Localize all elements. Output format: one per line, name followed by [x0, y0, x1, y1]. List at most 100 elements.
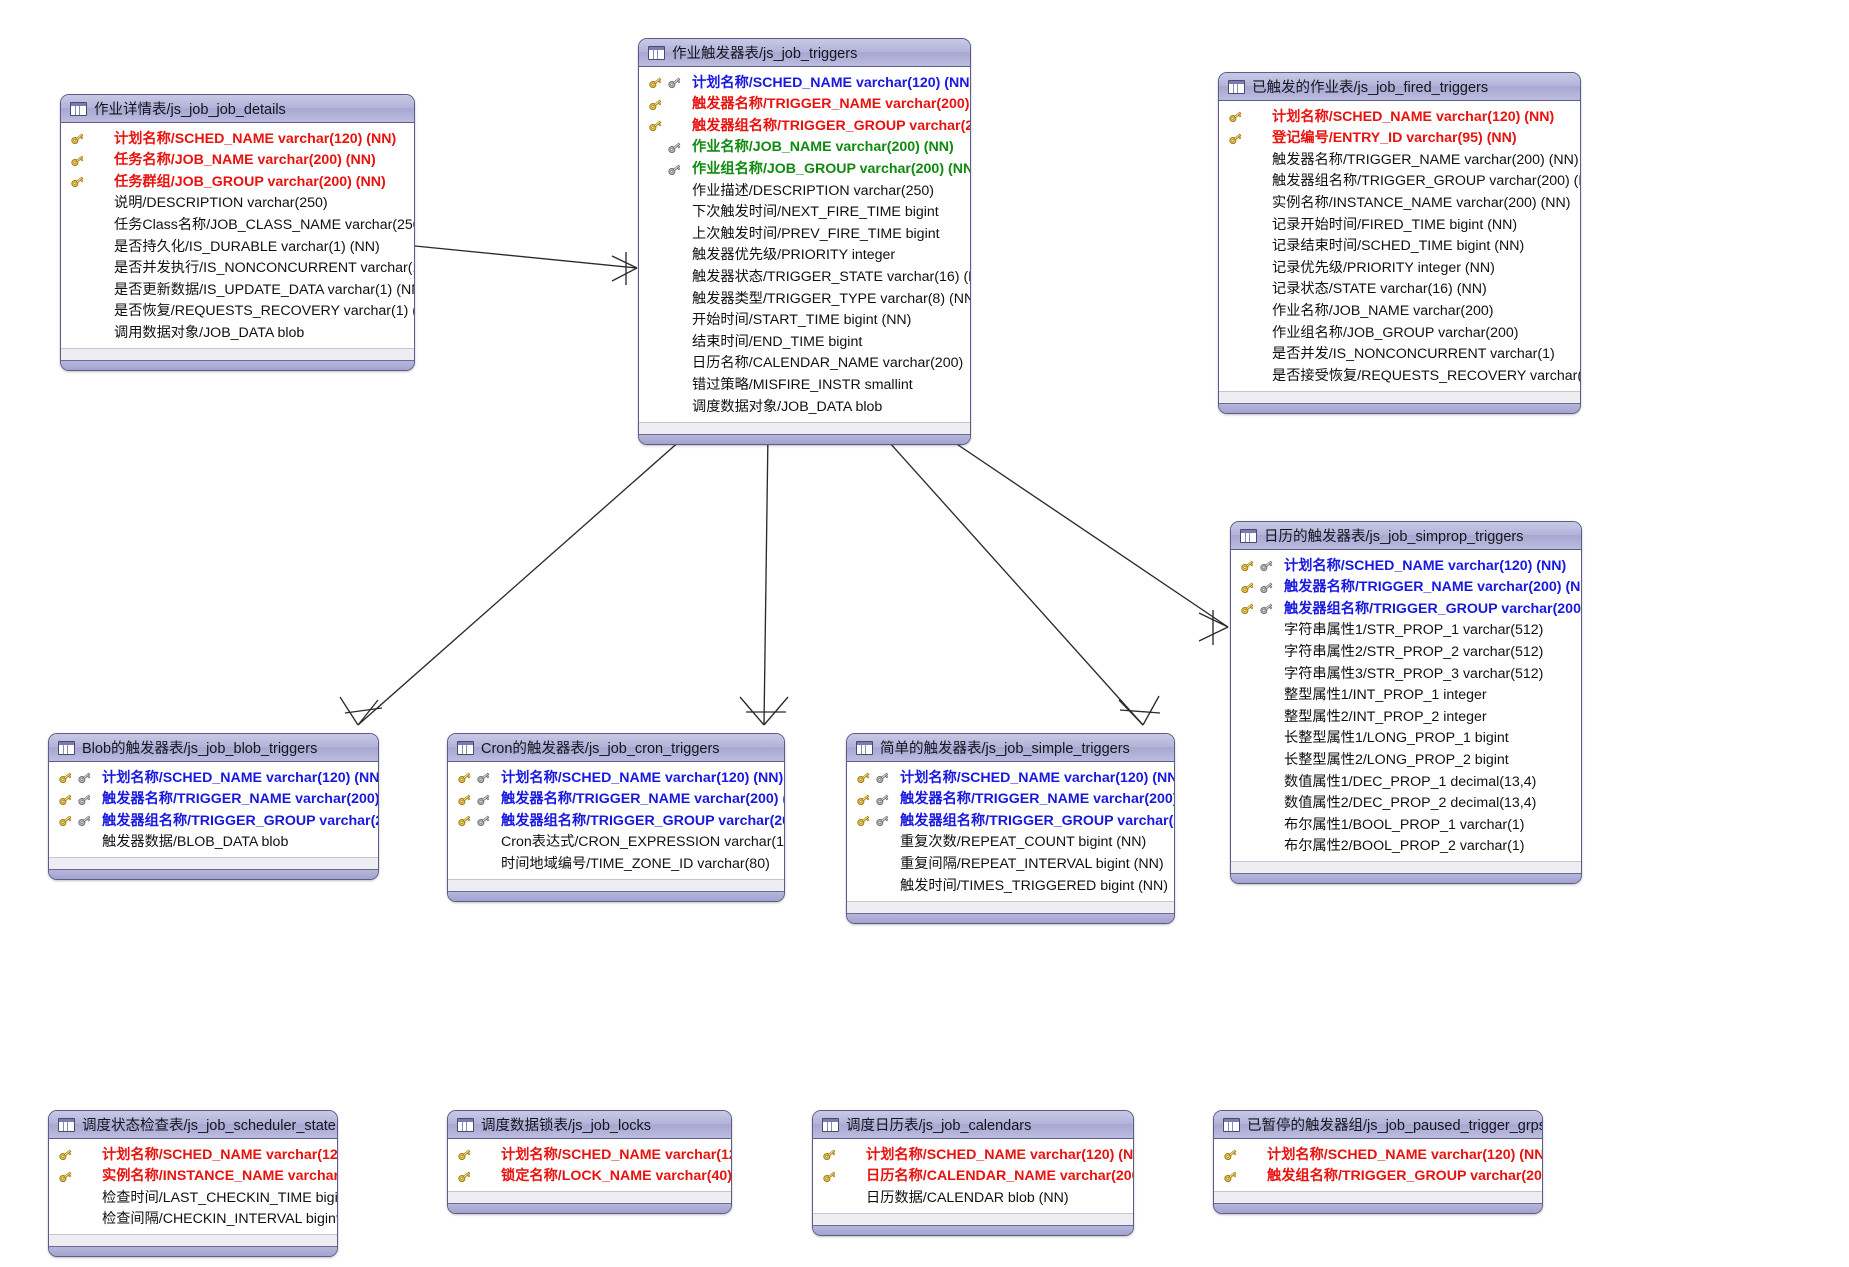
- entity-fired_triggers[interactable]: 已触发的作业表/js_job_fired_triggers 计划名称/SCHED_…: [1218, 72, 1581, 414]
- entity-calendars[interactable]: 调度日历表/js_job_calendars 计划名称/SCHED_NAME va…: [812, 1110, 1134, 1236]
- attribute-row[interactable]: 整型属性1/INT_PROP_1 integer: [1231, 685, 1581, 707]
- entity-blob_triggers[interactable]: Blob的触发器表/js_job_blob_triggers 计划名称/SCHED…: [48, 733, 379, 881]
- entity-locks[interactable]: 调度数据锁表/js_job_locks 计划名称/SCHED_NAME varch…: [447, 1110, 732, 1215]
- attribute-row[interactable]: 记录状态/STATE varchar(16) (NN): [1219, 279, 1580, 301]
- attribute-row[interactable]: 任务Class名称/JOB_CLASS_NAME varchar(250) (N…: [61, 214, 414, 236]
- attribute-row[interactable]: 是否接受恢复/REQUESTS_RECOVERY varchar(1): [1219, 365, 1580, 387]
- attribute-row[interactable]: 是否更新数据/IS_UPDATE_DATA varchar(1) (NN): [61, 279, 414, 301]
- attribute-row[interactable]: 字符串属性2/STR_PROP_2 varchar(512): [1231, 641, 1581, 663]
- entity-header-scheduler_state[interactable]: 调度状态检查表/js_job_scheduler_state: [49, 1111, 337, 1139]
- attribute-row[interactable]: 日历名称/CALENDAR_NAME varchar(200): [639, 353, 970, 375]
- attribute-row[interactable]: 上次触发时间/PREV_FIRE_TIME bigint: [639, 223, 970, 245]
- attribute-row[interactable]: 整型属性2/INT_PROP_2 integer: [1231, 706, 1581, 728]
- attribute-row[interactable]: Cron表达式/CRON_EXPRESSION varchar(120) (NN…: [448, 832, 784, 854]
- attribute-row[interactable]: 触发器组名称/TRIGGER_GROUP varchar(200) (NN): [1219, 171, 1580, 193]
- attribute-row[interactable]: 时间地域编号/TIME_ZONE_ID varchar(80): [448, 853, 784, 875]
- attribute-row[interactable]: 锁定名称/LOCK_NAME varchar(40) (NN): [448, 1166, 731, 1188]
- entity-header-simple_triggers[interactable]: 简单的触发器表/js_job_simple_triggers: [847, 734, 1174, 762]
- attribute-row[interactable]: 长整型属性1/LONG_PROP_1 bigint: [1231, 728, 1581, 750]
- entity-header-blob_triggers[interactable]: Blob的触发器表/js_job_blob_triggers: [49, 734, 378, 762]
- attribute-row[interactable]: 是否并发/IS_NONCONCURRENT varchar(1): [1219, 344, 1580, 366]
- entity-paused_trigger_grps[interactable]: 已暂停的触发器组/js_job_paused_trigger_grps 计划名称/…: [1213, 1110, 1543, 1215]
- attribute-row[interactable]: 任务名称/JOB_NAME varchar(200) (NN): [61, 150, 414, 172]
- attribute-row[interactable]: 作业组名称/JOB_GROUP varchar(200): [1219, 322, 1580, 344]
- attribute-row[interactable]: 计划名称/SCHED_NAME varchar(120) (NN): [847, 767, 1174, 789]
- attribute-row[interactable]: 日历名称/CALENDAR_NAME varchar(200) (NN): [813, 1166, 1133, 1188]
- attribute-row[interactable]: 错过策略/MISFIRE_INSTR smallint: [639, 374, 970, 396]
- attribute-row[interactable]: 检查间隔/CHECKIN_INTERVAL bigint (NN): [49, 1209, 337, 1231]
- attribute-row[interactable]: 触发器组名称/TRIGGER_GROUP varchar(200) (NN): [1231, 598, 1581, 620]
- entity-header-locks[interactable]: 调度数据锁表/js_job_locks: [448, 1111, 731, 1139]
- attribute-row[interactable]: 作业描述/DESCRIPTION varchar(250): [639, 180, 970, 202]
- attribute-row[interactable]: 是否并发执行/IS_NONCONCURRENT varchar(1) (NN): [61, 258, 414, 280]
- attribute-row[interactable]: 触发器名称/TRIGGER_NAME varchar(200) (NN): [1219, 149, 1580, 171]
- attribute-row[interactable]: 数值属性2/DEC_PROP_2 decimal(13,4): [1231, 793, 1581, 815]
- attribute-row[interactable]: 计划名称/SCHED_NAME varchar(120) (NN): [61, 128, 414, 150]
- attribute-row[interactable]: 计划名称/SCHED_NAME varchar(120) (NN): [448, 767, 784, 789]
- attribute-row[interactable]: 长整型属性2/LONG_PROP_2 bigint: [1231, 749, 1581, 771]
- entity-job_triggers[interactable]: 作业触发器表/js_job_triggers 计划名称/SCHED_NAME va…: [638, 38, 971, 445]
- attribute-row[interactable]: 作业名称/JOB_NAME varchar(200) (NN): [639, 137, 970, 159]
- attribute-row[interactable]: 实例名称/INSTANCE_NAME varchar(200) (NN): [49, 1166, 337, 1188]
- attribute-row[interactable]: 布尔属性1/BOOL_PROP_1 varchar(1): [1231, 814, 1581, 836]
- attribute-row[interactable]: 作业名称/JOB_NAME varchar(200): [1219, 300, 1580, 322]
- entity-cron_triggers[interactable]: Cron的触发器表/js_job_cron_triggers 计划名称/SCHED…: [447, 733, 785, 902]
- attribute-row[interactable]: 布尔属性2/BOOL_PROP_2 varchar(1): [1231, 836, 1581, 858]
- attribute-row[interactable]: 触发器名称/TRIGGER_NAME varchar(200) (NN): [1231, 577, 1581, 599]
- attribute-row[interactable]: 计划名称/SCHED_NAME varchar(120) (NN): [1231, 555, 1581, 577]
- entity-job_details[interactable]: 作业详情表/js_job_job_details 计划名称/SCHED_NAME …: [60, 94, 415, 371]
- attribute-row[interactable]: 触发器名称/TRIGGER_NAME varchar(200) (NN): [847, 789, 1174, 811]
- attribute-row[interactable]: 触发器状态/TRIGGER_STATE varchar(16) (NN): [639, 266, 970, 288]
- attribute-row[interactable]: 记录结束时间/SCHED_TIME bigint (NN): [1219, 236, 1580, 258]
- entity-header-paused_trigger_grps[interactable]: 已暂停的触发器组/js_job_paused_trigger_grps: [1214, 1111, 1542, 1139]
- attribute-row[interactable]: 调度数据对象/JOB_DATA blob: [639, 396, 970, 418]
- attribute-row[interactable]: 计划名称/SCHED_NAME varchar(120) (NN): [448, 1144, 731, 1166]
- attribute-row[interactable]: 计划名称/SCHED_NAME varchar(120) (NN): [813, 1144, 1133, 1166]
- attribute-row[interactable]: 日历数据/CALENDAR blob (NN): [813, 1187, 1133, 1209]
- attribute-row[interactable]: 触发组名称/TRIGGER_GROUP varchar(200) (NN): [1214, 1166, 1542, 1188]
- entity-simprop_triggers[interactable]: 日历的触发器表/js_job_simprop_triggers 计划名称/SCHE…: [1230, 521, 1582, 885]
- attribute-row[interactable]: 是否持久化/IS_DURABLE varchar(1) (NN): [61, 236, 414, 258]
- attribute-row[interactable]: 数值属性1/DEC_PROP_1 decimal(13,4): [1231, 771, 1581, 793]
- attribute-row[interactable]: 字符串属性1/STR_PROP_1 varchar(512): [1231, 620, 1581, 642]
- attribute-row[interactable]: 检查时间/LAST_CHECKIN_TIME bigint (NN): [49, 1187, 337, 1209]
- attribute-row[interactable]: 说明/DESCRIPTION varchar(250): [61, 193, 414, 215]
- attribute-row[interactable]: 触发器名称/TRIGGER_NAME varchar(200) (NN): [639, 94, 970, 116]
- entity-header-cron_triggers[interactable]: Cron的触发器表/js_job_cron_triggers: [448, 734, 784, 762]
- attribute-row[interactable]: 字符串属性3/STR_PROP_3 varchar(512): [1231, 663, 1581, 685]
- attribute-row[interactable]: 调用数据对象/JOB_DATA blob: [61, 322, 414, 344]
- attribute-row[interactable]: 触发器优先级/PRIORITY integer: [639, 245, 970, 267]
- attribute-row[interactable]: 触发器组名称/TRIGGER_GROUP varchar(200) (NN): [448, 810, 784, 832]
- entity-header-fired_triggers[interactable]: 已触发的作业表/js_job_fired_triggers: [1219, 73, 1580, 101]
- attribute-row[interactable]: 记录优先级/PRIORITY integer (NN): [1219, 257, 1580, 279]
- attribute-row[interactable]: 触发器组名称/TRIGGER_GROUP varchar(200) (NN): [847, 810, 1174, 832]
- entity-header-job_details[interactable]: 作业详情表/js_job_job_details: [61, 95, 414, 123]
- attribute-row[interactable]: 结束时间/END_TIME bigint: [639, 331, 970, 353]
- attribute-row[interactable]: 登记编号/ENTRY_ID varchar(95) (NN): [1219, 128, 1580, 150]
- attribute-row[interactable]: 开始时间/START_TIME bigint (NN): [639, 310, 970, 332]
- attribute-row[interactable]: 计划名称/SCHED_NAME varchar(120) (NN): [639, 72, 970, 94]
- attribute-row[interactable]: 是否恢复/REQUESTS_RECOVERY varchar(1) (NN): [61, 301, 414, 323]
- attribute-row[interactable]: 实例名称/INSTANCE_NAME varchar(200) (NN): [1219, 192, 1580, 214]
- entity-simple_triggers[interactable]: 简单的触发器表/js_job_simple_triggers 计划名称/SCHED…: [846, 733, 1175, 924]
- entity-header-calendars[interactable]: 调度日历表/js_job_calendars: [813, 1111, 1133, 1139]
- attribute-row[interactable]: 触发器组名称/TRIGGER_GROUP varchar(200) (NN): [639, 115, 970, 137]
- entity-header-job_triggers[interactable]: 作业触发器表/js_job_triggers: [639, 39, 970, 67]
- attribute-row[interactable]: 下次触发时间/NEXT_FIRE_TIME bigint: [639, 202, 970, 224]
- attribute-row[interactable]: 作业组名称/JOB_GROUP varchar(200) (NN): [639, 158, 970, 180]
- attribute-row[interactable]: 计划名称/SCHED_NAME varchar(120) (NN): [49, 767, 378, 789]
- attribute-row[interactable]: 记录开始时间/FIRED_TIME bigint (NN): [1219, 214, 1580, 236]
- attribute-row[interactable]: 计划名称/SCHED_NAME varchar(120) (NN): [49, 1144, 337, 1166]
- attribute-row[interactable]: 计划名称/SCHED_NAME varchar(120) (NN): [1214, 1144, 1542, 1166]
- attribute-row[interactable]: 触发器数据/BLOB_DATA blob: [49, 832, 378, 854]
- attribute-row[interactable]: 触发器类型/TRIGGER_TYPE varchar(8) (NN): [639, 288, 970, 310]
- attribute-row[interactable]: 触发器名称/TRIGGER_NAME varchar(200) (NN): [49, 789, 378, 811]
- attribute-row[interactable]: 计划名称/SCHED_NAME varchar(120) (NN): [1219, 106, 1580, 128]
- attribute-row[interactable]: 任务群组/JOB_GROUP varchar(200) (NN): [61, 171, 414, 193]
- attribute-row[interactable]: 重复间隔/REPEAT_INTERVAL bigint (NN): [847, 853, 1174, 875]
- attribute-row[interactable]: 触发时间/TIMES_TRIGGERED bigint (NN): [847, 875, 1174, 897]
- entity-scheduler_state[interactable]: 调度状态检查表/js_job_scheduler_state 计划名称/SCHED…: [48, 1110, 338, 1258]
- attribute-row[interactable]: 触发器组名称/TRIGGER_GROUP varchar(200) (NN): [49, 810, 378, 832]
- attribute-row[interactable]: 触发器名称/TRIGGER_NAME varchar(200) (NN): [448, 789, 784, 811]
- entity-header-simprop_triggers[interactable]: 日历的触发器表/js_job_simprop_triggers: [1231, 522, 1581, 550]
